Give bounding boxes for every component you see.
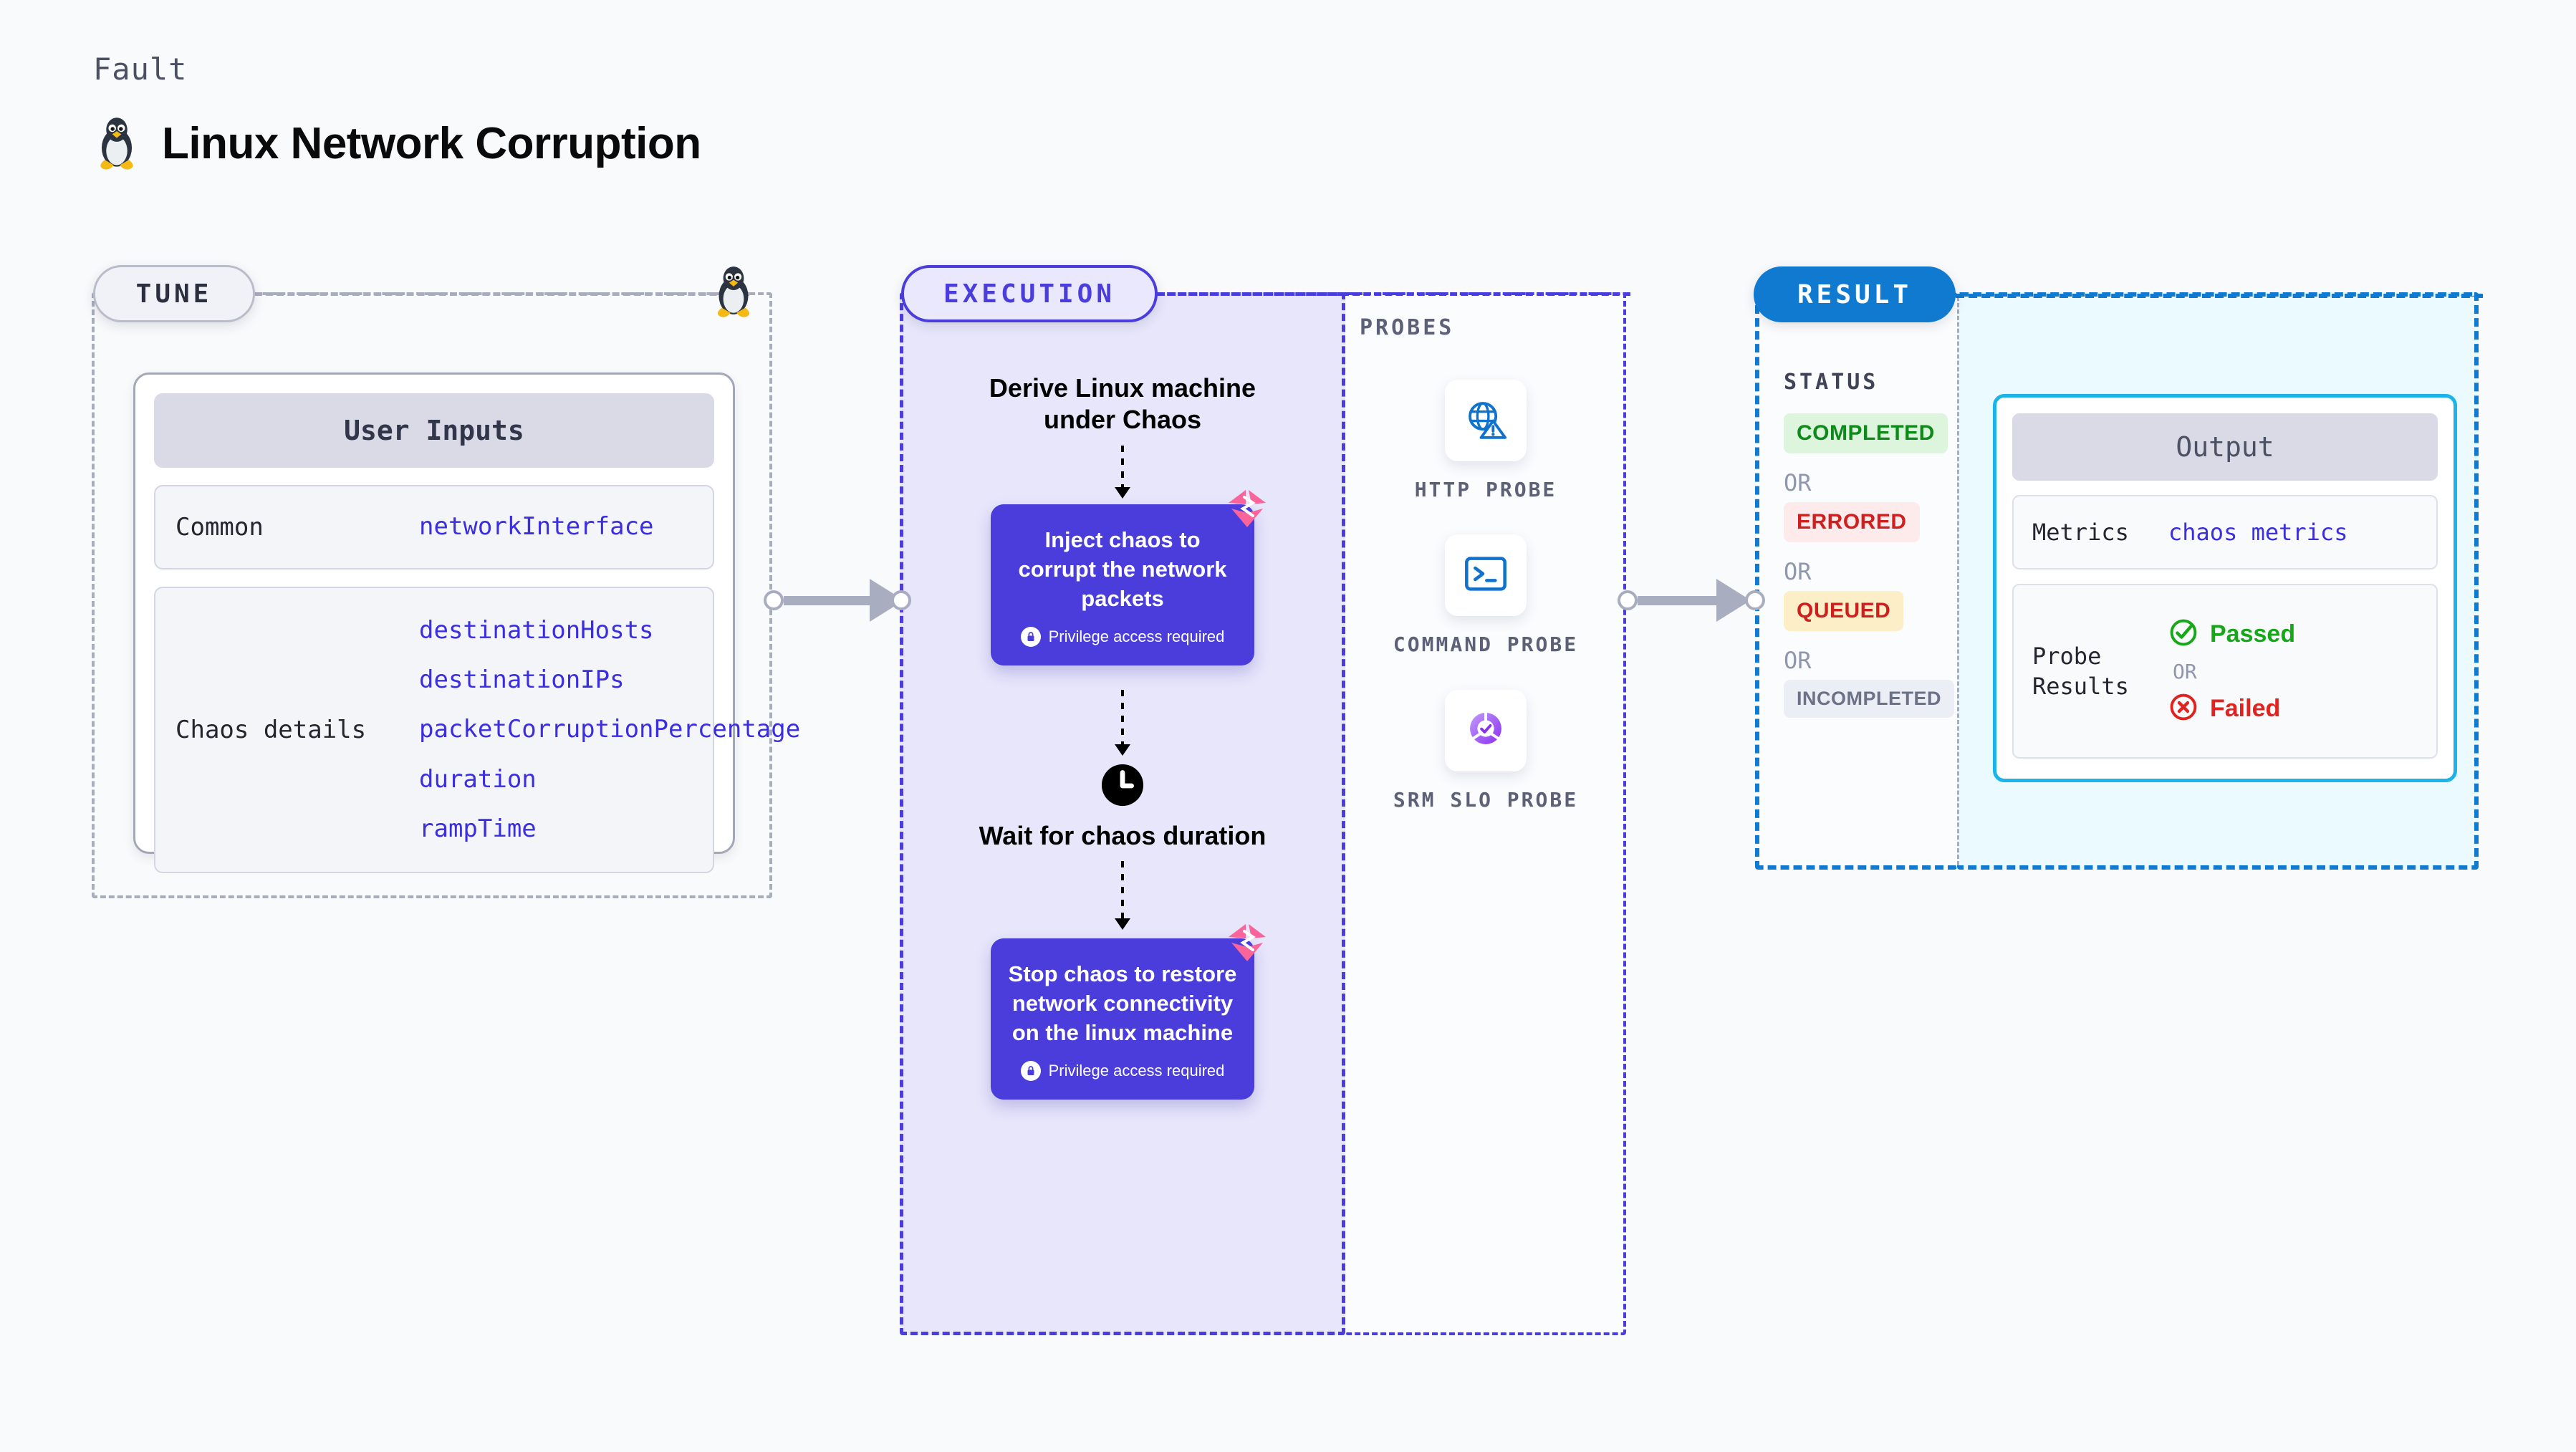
chaos-badge-icon: [1224, 487, 1270, 529]
result-status-panel-border: [1755, 292, 1957, 870]
row-label: Chaos details: [176, 716, 367, 744]
execution-pill-label: EXECUTION: [901, 265, 1158, 322]
node-text: Inject chaos to corrupt the network pack…: [1018, 527, 1227, 611]
row-values: networkInterface: [419, 509, 654, 544]
probes-list: HTTP PROBE COMMAND PROBE: [1345, 380, 1626, 813]
connector-line: [784, 596, 878, 605]
status-list: STATUS COMPLETED OR ERRORED OR QUEUED OR…: [1784, 370, 1963, 718]
node-text: Stop chaos to restore network connectivi…: [1008, 961, 1237, 1046]
probe-item-srm-slo[interactable]: SRM SLO PROBE: [1393, 689, 1579, 813]
output-row-value[interactable]: chaos metrics: [2168, 519, 2348, 546]
slo-donut-check-icon: [1464, 706, 1508, 754]
connector-line: [1638, 596, 1725, 605]
probe-label: SRM SLO PROBE: [1393, 787, 1579, 812]
input-key[interactable]: packetCorruptionPercentage: [419, 715, 801, 744]
privilege-text: Privilege access required: [1048, 627, 1225, 645]
probes-panel: [1345, 292, 1626, 1335]
flow-arrow-2: [1115, 689, 1130, 756]
probe-result-passed: Passed: [2168, 617, 2295, 651]
status-or-1: OR: [1784, 469, 1812, 496]
user-inputs-card: User Inputs Common networkInterface Chao…: [133, 372, 800, 873]
lock-icon: [1020, 1061, 1041, 1082]
page-title-row: Linux Network Corruption: [92, 115, 701, 172]
probe-label: HTTP PROBE: [1414, 478, 1557, 501]
result-top-dashed-line: [1956, 294, 2483, 298]
connector-dot-right: [891, 590, 911, 610]
execution-panel: [900, 292, 1345, 1335]
user-inputs-title: User Inputs: [154, 393, 714, 468]
status-badge-completed: COMPLETED: [1784, 413, 1948, 453]
execution-panel-border: [900, 292, 1345, 1335]
input-key[interactable]: duration: [419, 764, 537, 794]
probes-panel-border: [1345, 292, 1626, 1335]
status-badge-errored: ERRORED: [1784, 502, 1920, 542]
flow-arrow-3: [1115, 861, 1130, 931]
probe-result-failed: Failed: [2168, 692, 2295, 726]
flow-arrow-1: [1115, 445, 1130, 499]
connector-dot-right: [1745, 590, 1765, 610]
status-badge-queued: QUEUED: [1784, 591, 1904, 631]
clock-icon: [1100, 763, 1145, 807]
row-label: Common: [176, 513, 264, 542]
status-badge-incompleted: INCOMPLETED: [1784, 680, 1955, 718]
check-circle-icon: [2168, 617, 2198, 651]
output-row-probe-results: Probe Results Passed OR: [2012, 584, 2438, 759]
input-key[interactable]: rampTime: [419, 814, 537, 843]
connector-dot-left: [1618, 590, 1638, 610]
user-inputs-row-chaos-details: Chaos details destinationHosts destinati…: [154, 587, 800, 873]
execution-flow: Derive Linux machine under Chaos Inject …: [900, 372, 1345, 1100]
status-or-2: OR: [1784, 558, 1812, 585]
privilege-text: Privilege access required: [1048, 1062, 1225, 1080]
page-kicker: Fault: [93, 52, 188, 87]
probe-result-values: Passed OR Failed: [2168, 617, 2295, 726]
probe-tile: [1445, 534, 1527, 617]
user-inputs-row-common: Common networkInterface: [154, 485, 714, 569]
probe-result-or: OR: [2173, 659, 2197, 683]
output-card-title: Output: [2012, 413, 2438, 481]
connector-tune-to-execution: [774, 579, 914, 622]
globe-warning-icon: [1464, 397, 1508, 445]
probe-item-command[interactable]: COMMAND PROBE: [1393, 534, 1578, 658]
probe-label: COMMAND PROBE: [1393, 633, 1579, 657]
execution-wait-label: Wait for chaos duration: [979, 820, 1267, 850]
linux-penguin-icon-tune: [709, 264, 758, 319]
status-or-3: OR: [1784, 647, 1812, 674]
status-section-label: STATUS: [1784, 370, 1879, 395]
row-values: destinationHosts destinationIPs packetCo…: [419, 613, 801, 847]
failed-label: Failed: [2210, 694, 2281, 722]
x-circle-icon: [2168, 692, 2198, 726]
execution-start-title: Derive Linux machine under Chaos: [989, 373, 1256, 434]
result-pill-label: RESULT: [1754, 266, 1956, 322]
output-card: Output Metrics chaos metrics Probe Resul…: [1993, 394, 2457, 782]
lock-icon: [1020, 626, 1041, 647]
result-column-divider: [1957, 297, 1959, 865]
chaos-badge-icon: [1224, 921, 1270, 963]
result-status-panel: [1755, 292, 1957, 870]
tune-top-dashed-line: [255, 292, 749, 296]
input-key[interactable]: networkInterface: [419, 512, 654, 542]
passed-label: Passed: [2210, 620, 2296, 648]
execution-top-dashed-line: [1158, 292, 1630, 296]
execution-node-inject-chaos[interactable]: Inject chaos to corrupt the network pack…: [991, 489, 1266, 665]
output-row-label: Probe Results: [2032, 642, 2129, 700]
execution-node-stop-chaos[interactable]: Stop chaos to restore network connectivi…: [991, 924, 1266, 1100]
page-title: Linux Network Corruption: [162, 118, 701, 168]
connector-probes-to-result: [1628, 579, 1761, 622]
linux-penguin-icon: [92, 115, 142, 172]
connector-dot-left: [764, 590, 784, 610]
output-row-label: Metrics: [2032, 518, 2129, 546]
node-privilege-note: Privilege access required: [1006, 1061, 1239, 1082]
node-privilege-note: Privilege access required: [1006, 626, 1239, 647]
probe-tile: [1445, 689, 1527, 771]
input-key[interactable]: destinationIPs: [419, 665, 625, 695]
probe-tile: [1444, 380, 1527, 461]
probe-item-http[interactable]: HTTP PROBE: [1415, 380, 1557, 503]
input-key[interactable]: destinationHosts: [419, 615, 654, 645]
terminal-icon: [1463, 554, 1509, 597]
output-row-metrics: Metrics chaos metrics: [2012, 495, 2438, 569]
probes-section-label: PROBES: [1360, 315, 1455, 340]
tune-pill-label: TUNE: [93, 265, 255, 322]
